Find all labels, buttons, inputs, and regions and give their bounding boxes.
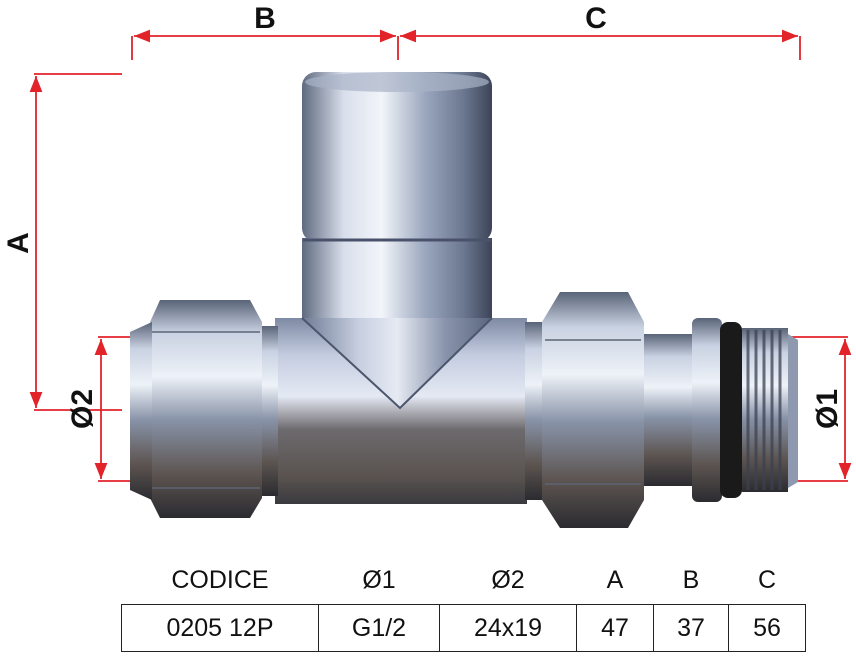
label-d2: Ø2 [66, 389, 99, 429]
valve-stem [302, 238, 492, 318]
left-pipe-end [130, 322, 152, 500]
cap-top [305, 72, 489, 92]
valve-cone [302, 318, 492, 408]
header-d2: Ø2 [491, 565, 525, 594]
header-b: B [682, 565, 700, 594]
label-a: A [2, 232, 35, 254]
table-row: 0205 12P G1/2 24x19 47 37 56 [121, 604, 806, 652]
left-ring [258, 326, 278, 496]
threaded-end [742, 328, 798, 492]
right-collar [692, 318, 722, 502]
valve-illustration [130, 72, 798, 528]
valve-cap [302, 72, 492, 242]
header-a: A [606, 565, 624, 594]
label-b: B [254, 2, 276, 35]
label-d1: Ø1 [811, 389, 844, 429]
cell-c: 56 [728, 604, 806, 652]
dimension-lines [29, 29, 852, 482]
right-hex-nut [542, 292, 644, 528]
cell-d1: G1/2 [318, 604, 440, 652]
label-c: C [585, 2, 607, 35]
header-d1: Ø1 [362, 565, 396, 594]
cell-a: 47 [576, 604, 654, 652]
o-ring-seal [720, 322, 742, 498]
header-c: C [757, 565, 777, 594]
spec-table: CODICE Ø1 Ø2 A B C 0205 12P G1/2 24x19 4… [121, 556, 806, 652]
table-header-row: CODICE Ø1 Ø2 A B C [122, 556, 806, 605]
cell-b: 37 [653, 604, 729, 652]
cell-codice: 0205 12P [121, 604, 319, 652]
left-hex-nut [150, 300, 262, 518]
right-shank [644, 334, 694, 486]
header-codice: CODICE [171, 565, 269, 594]
cell-d2: 24x19 [439, 604, 577, 652]
right-ring [525, 322, 545, 500]
